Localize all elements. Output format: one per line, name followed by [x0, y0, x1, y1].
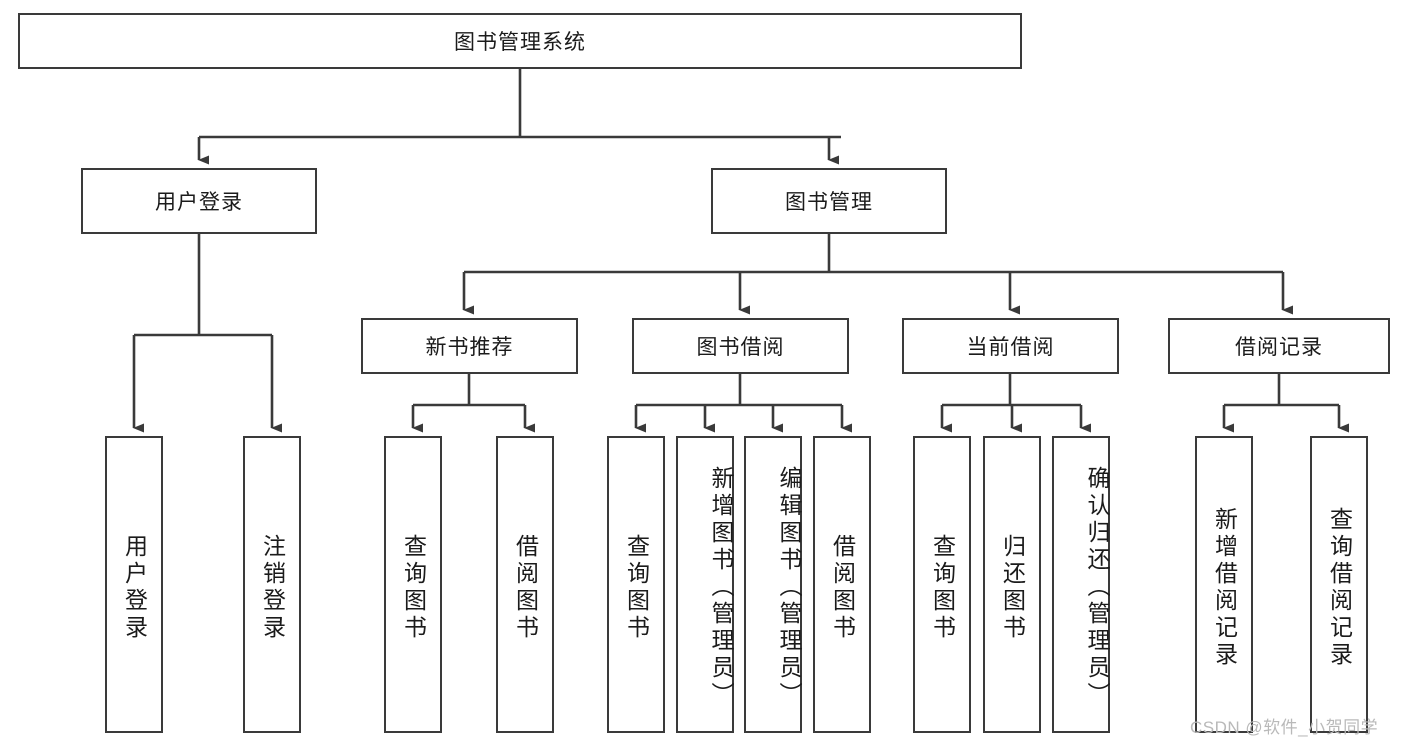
node-current-borrow[interactable]: 当前借阅	[902, 318, 1119, 374]
node-label: 注销登录	[259, 533, 286, 642]
node-label: 借阅记录	[1235, 336, 1323, 359]
node-label: 图书管理	[785, 191, 873, 214]
node-label: 借阅图书	[512, 533, 539, 642]
leaf-borrow-book-recommend[interactable]: 借阅图书	[496, 436, 554, 733]
node-label: 查询图书	[623, 533, 650, 642]
leaf-query-borrow-record[interactable]: 查询借阅记录	[1310, 436, 1368, 733]
leaf-add-book-admin[interactable]: 新增图书（管理员）	[676, 436, 734, 733]
node-label: 查询借阅记录	[1326, 506, 1353, 669]
leaf-query-book-recommend[interactable]: 查询图书	[384, 436, 442, 733]
node-label: 借阅图书	[829, 533, 856, 642]
leaf-edit-book-admin[interactable]: 编辑图书（管理员）	[744, 436, 802, 733]
leaf-logout[interactable]: 注销登录	[243, 436, 301, 733]
leaf-query-book-borrow[interactable]: 查询图书	[607, 436, 665, 733]
leaf-borrow-book[interactable]: 借阅图书	[813, 436, 871, 733]
node-label: 归还图书	[999, 533, 1026, 642]
node-label: 查询图书	[929, 533, 956, 642]
node-label: 新书推荐	[425, 336, 514, 359]
node-book-manage[interactable]: 图书管理	[711, 168, 947, 234]
csdn-watermark: CSDN @软件_小贺同学	[1190, 718, 1379, 737]
node-label: 当前借阅	[966, 336, 1055, 359]
leaf-query-book-current[interactable]: 查询图书	[913, 436, 971, 733]
node-label: 新增图书（管理员）	[708, 466, 734, 709]
leaf-return-book[interactable]: 归还图书	[983, 436, 1041, 733]
node-root-system[interactable]: 图书管理系统	[18, 13, 1022, 69]
node-new-book-recommend[interactable]: 新书推荐	[361, 318, 578, 374]
node-label: 编辑图书（管理员）	[776, 466, 802, 709]
node-label: 图书借阅	[696, 336, 785, 359]
node-user-login[interactable]: 用户登录	[81, 168, 317, 234]
node-book-borrow[interactable]: 图书借阅	[632, 318, 849, 374]
node-borrow-record[interactable]: 借阅记录	[1168, 318, 1390, 374]
node-label: 确认归还（管理员）	[1084, 466, 1110, 709]
node-label: 图书管理系统	[454, 31, 586, 54]
node-label: 用户登录	[121, 533, 148, 642]
node-label: 查询图书	[400, 533, 427, 642]
node-label: 新增借阅记录	[1211, 506, 1238, 669]
leaf-add-borrow-record[interactable]: 新增借阅记录	[1195, 436, 1253, 733]
node-label: 用户登录	[155, 191, 243, 214]
leaf-confirm-return-admin[interactable]: 确认归还（管理员）	[1052, 436, 1110, 733]
leaf-user-login[interactable]: 用户登录	[105, 436, 163, 733]
